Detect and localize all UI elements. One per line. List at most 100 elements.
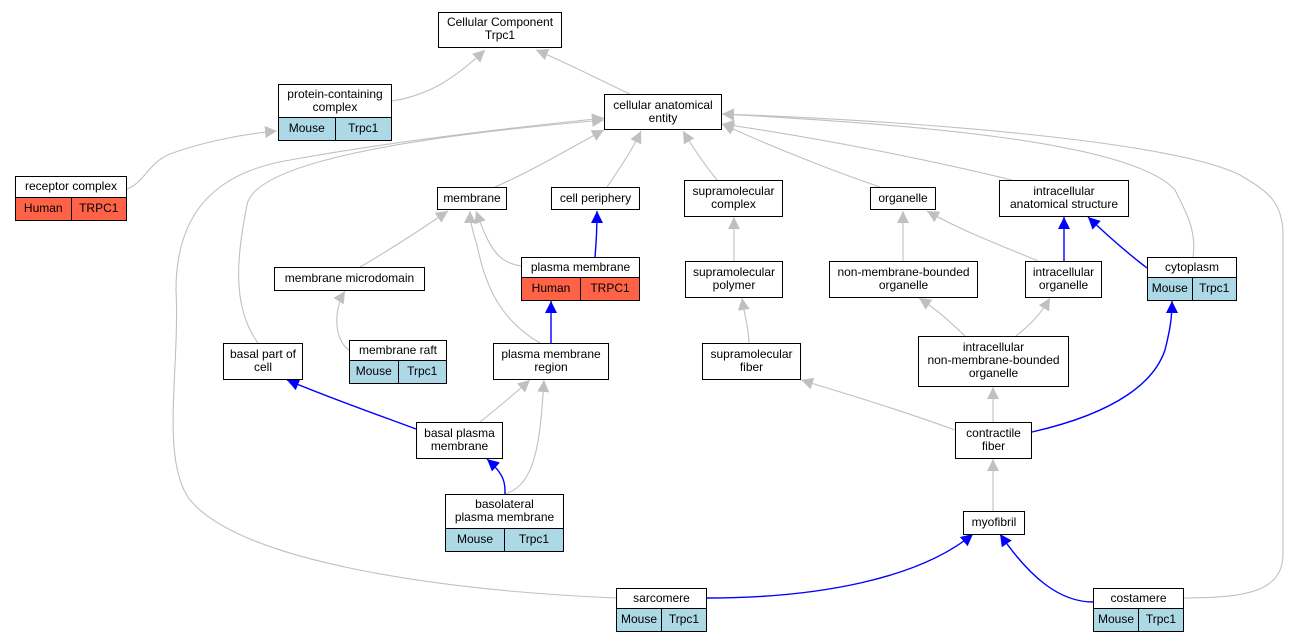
node-label: membrane raft bbox=[358, 343, 438, 357]
gene-cell: Trpc1 bbox=[1191, 278, 1236, 300]
edge-bpc-to-cae bbox=[238, 115, 605, 344]
edge-cyto-to-ias bbox=[1087, 216, 1148, 269]
node-basal-plasma-membrane[interactable]: basal plasma membrane bbox=[416, 422, 503, 459]
node-label: sarcomere bbox=[633, 591, 690, 605]
node-costamere[interactable]: costamere Mouse Trpc1 bbox=[1093, 588, 1184, 632]
edge-bpm-to-bpc bbox=[286, 379, 417, 430]
node-contractile-fiber[interactable]: contractile fiber bbox=[955, 422, 1032, 459]
edge-layer bbox=[126, 49, 1284, 603]
edge-membrane-to-cae bbox=[494, 129, 605, 188]
species-cell: Mouse bbox=[279, 118, 335, 140]
edge-cae-to-root bbox=[535, 49, 631, 95]
node-label: plasma membrane bbox=[530, 260, 631, 274]
node-label: intracellular non-membrane-bounded organ… bbox=[927, 340, 1060, 380]
annotation-row: Mouse Trpc1 bbox=[446, 528, 563, 551]
node-plasma-membrane-region[interactable]: plasma membrane region bbox=[493, 343, 609, 380]
node-label: basal plasma membrane bbox=[424, 426, 495, 453]
annotation-row: Mouse Trpc1 bbox=[350, 360, 446, 383]
node-membrane[interactable]: membrane bbox=[437, 187, 507, 210]
edge-cost-to-cae bbox=[721, 108, 1284, 599]
gene-cell: TRPC1 bbox=[70, 198, 126, 220]
node-label: myofibril bbox=[971, 515, 1017, 529]
species-cell: Mouse bbox=[350, 361, 398, 383]
node-plasma-membrane[interactable]: plasma membrane Human TRPC1 bbox=[521, 257, 640, 301]
node-label: membrane bbox=[443, 191, 501, 205]
gene-cell: Trpc1 bbox=[1138, 609, 1183, 631]
edge-cost-to-myo bbox=[999, 533, 1094, 603]
node-non-membrane-bounded-organelle[interactable]: non-membrane-bounded organelle bbox=[829, 261, 978, 298]
node-receptor-complex[interactable]: receptor complex Human TRPC1 bbox=[15, 176, 127, 221]
edge-mm-to-membrane bbox=[359, 210, 449, 268]
edge-pm-to-cp bbox=[590, 210, 603, 258]
annotation-row: Mouse Trpc1 bbox=[617, 608, 706, 631]
node-label: cytoplasm bbox=[1164, 260, 1220, 274]
edge-ias-to-cae bbox=[721, 119, 1013, 181]
node-basal-part-of-cell[interactable]: basal part of cell bbox=[223, 343, 303, 380]
edge-smf-to-smp bbox=[737, 297, 750, 344]
node-cellular-anatomical-entity[interactable]: cellular anatomical entity bbox=[604, 94, 722, 130]
node-label: costamere bbox=[1110, 591, 1167, 605]
node-label: basolateral plasma membrane bbox=[454, 497, 555, 524]
edge-mr-to-mm bbox=[333, 290, 350, 351]
node-cell-periphery[interactable]: cell periphery bbox=[551, 187, 640, 210]
node-intracellular-organelle[interactable]: intracellular organelle bbox=[1025, 261, 1102, 298]
edge-inmbo-to-nmbo bbox=[918, 297, 966, 337]
node-label: receptor complex bbox=[24, 179, 118, 193]
node-label: cell periphery bbox=[559, 191, 632, 205]
node-label: membrane microdomain bbox=[284, 271, 415, 285]
annotation-row: Mouse Trpc1 bbox=[279, 117, 391, 140]
node-label: intracellular anatomical structure bbox=[1009, 184, 1119, 211]
node-intracellular-anatomical-structure[interactable]: intracellular anatomical structure bbox=[999, 180, 1129, 217]
node-label: cellular anatomical entity bbox=[613, 98, 713, 125]
node-organelle[interactable]: organelle bbox=[870, 187, 936, 210]
node-label: basal part of cell bbox=[229, 347, 297, 374]
annotation-row: Human TRPC1 bbox=[16, 197, 126, 220]
edge-blpm-to-bpm bbox=[486, 458, 506, 495]
species-cell: Mouse bbox=[617, 609, 661, 631]
edge-pcc-to-root bbox=[391, 49, 486, 102]
node-label: protein-containing complex bbox=[287, 87, 383, 114]
node-label: non-membrane-bounded organelle bbox=[837, 265, 970, 292]
annotation-row: Human TRPC1 bbox=[522, 277, 639, 300]
node-myofibril[interactable]: myofibril bbox=[963, 511, 1025, 535]
edge-rc-to-pcc bbox=[126, 125, 278, 190]
gene-cell: Trpc1 bbox=[504, 529, 563, 551]
node-membrane-microdomain[interactable]: membrane microdomain bbox=[274, 267, 425, 291]
node-supramolecular-polymer[interactable]: supramolecular polymer bbox=[685, 261, 783, 298]
gene-cell: Trpc1 bbox=[661, 609, 706, 631]
edge-inmbo-to-io bbox=[1015, 297, 1051, 337]
node-label: plasma membrane region bbox=[501, 347, 601, 374]
edge-cf-to-smf bbox=[800, 377, 956, 431]
node-membrane-raft[interactable]: membrane raft Mouse Trpc1 bbox=[349, 340, 447, 384]
species-cell: Mouse bbox=[446, 529, 504, 551]
node-basolateral-plasma-membrane[interactable]: basolateral plasma membrane Mouse Trpc1 bbox=[445, 494, 564, 552]
edge-cf-to-cyto bbox=[1031, 300, 1178, 433]
edge-cyto-to-cae bbox=[721, 108, 1195, 258]
node-label: Cellular Component Trpc1 bbox=[446, 15, 554, 42]
node-cytoplasm[interactable]: cytoplasm Mouse Trpc1 bbox=[1147, 257, 1237, 301]
node-supramolecular-fiber[interactable]: supramolecular fiber bbox=[702, 343, 801, 380]
edge-cp-to-cae bbox=[606, 130, 642, 188]
gene-cell: Trpc1 bbox=[397, 361, 446, 383]
node-cellular-component[interactable]: Cellular Component Trpc1 bbox=[438, 12, 562, 48]
node-label: supramolecular fiber bbox=[710, 347, 793, 374]
edge-sarc-to-cae bbox=[172, 113, 617, 599]
node-intracellular-non-membrane-bounded-organelle[interactable]: intracellular non-membrane-bounded organ… bbox=[918, 336, 1069, 387]
edge-blpm-to-pmr bbox=[504, 379, 550, 495]
node-label: intracellular organelle bbox=[1032, 265, 1095, 292]
species-cell: Human bbox=[522, 278, 580, 300]
node-label: contractile fiber bbox=[966, 426, 1021, 453]
annotation-row: Mouse Trpc1 bbox=[1094, 608, 1183, 631]
species-cell: Mouse bbox=[1094, 609, 1138, 631]
node-sarcomere[interactable]: sarcomere Mouse Trpc1 bbox=[616, 588, 707, 632]
edge-pm-to-membrane bbox=[474, 210, 522, 267]
node-label: organelle bbox=[878, 191, 928, 205]
node-protein-containing-complex[interactable]: protein-containing complex Mouse Trpc1 bbox=[278, 84, 392, 141]
species-cell: Human bbox=[16, 198, 71, 220]
edge-io-to-organelle bbox=[926, 210, 1039, 262]
species-cell: Mouse bbox=[1148, 278, 1192, 300]
node-label: supramolecular complex bbox=[692, 184, 775, 211]
gene-cell: TRPC1 bbox=[580, 278, 639, 300]
node-supramolecular-complex[interactable]: supramolecular complex bbox=[684, 180, 783, 217]
